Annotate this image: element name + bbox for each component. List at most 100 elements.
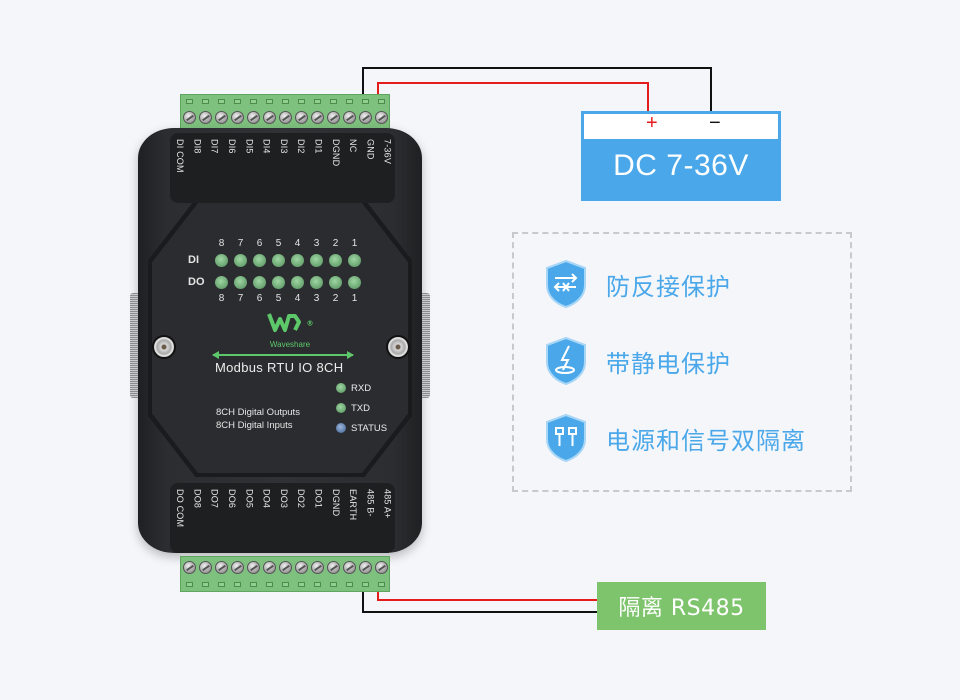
channel-led-icon [310, 275, 323, 289]
txd-label: TXD [351, 402, 370, 414]
led-channel-number: 6 [256, 293, 263, 304]
wire-slot [265, 99, 273, 104]
screw-icon [326, 561, 340, 574]
channel-led-icon [291, 275, 304, 289]
led-channel-number: 4 [294, 238, 301, 249]
led-channel-number: 7 [237, 238, 244, 249]
status-led-group: RXD TXD STATUS [336, 378, 387, 438]
wire-slot [377, 99, 385, 104]
screw-icon [230, 561, 244, 574]
terminal-label: DI3 [278, 139, 289, 154]
screw-icon [214, 561, 228, 574]
negative-terminal: − [709, 112, 721, 134]
terminal-label: GND [365, 139, 376, 160]
wire-slot [313, 99, 321, 104]
do-label: DO [188, 276, 205, 288]
led-channel-number: 1 [351, 293, 358, 304]
screw-icon [358, 111, 372, 124]
terminal-screw [294, 95, 308, 129]
terminal-screw [198, 557, 212, 591]
channel-led-icon [348, 253, 361, 267]
wire-slot [249, 582, 257, 587]
terminal-label: 485 B- [365, 489, 376, 517]
wire-slot [233, 582, 241, 587]
isolation-shield-icon [546, 413, 586, 463]
terminal-label: DO3 [278, 489, 289, 509]
channel-led-icon [272, 275, 285, 289]
terminal-label: DO2 [296, 489, 307, 509]
terminal-screw [326, 95, 340, 129]
screw-icon [326, 111, 340, 124]
txd-led-icon [336, 403, 346, 413]
wire-slot [217, 99, 225, 104]
di-label: DI [188, 254, 199, 266]
led-channel-number: 5 [275, 293, 282, 304]
feature-text: 防反接保护 [606, 272, 731, 301]
channel-led-icon [215, 275, 228, 289]
status-led-rxd: RXD [336, 378, 387, 398]
terminal-screw [214, 95, 228, 129]
screw-icon [374, 561, 388, 574]
terminal-label: DO4 [261, 489, 272, 509]
led-channel-number: 3 [313, 293, 320, 304]
led-channel-number: 2 [332, 293, 339, 304]
terminal-screw [310, 557, 324, 591]
channel-led-icon [310, 253, 323, 267]
terminal-label: NC [348, 139, 359, 153]
feature-text: 带静电保护 [606, 349, 731, 378]
screw-icon [262, 111, 276, 124]
led-channel-number: 3 [313, 238, 320, 249]
screw-icon [246, 111, 260, 124]
terminal-screw [262, 557, 276, 591]
terminal-screw [230, 95, 244, 129]
terminal-screw [374, 557, 388, 591]
terminal-screw [358, 557, 372, 591]
wire-slot [329, 99, 337, 104]
terminal-label: DGND [330, 139, 341, 167]
terminal-label: DI5 [244, 139, 255, 154]
screw-icon [278, 111, 292, 124]
rs485-label-box: 隔离 RS485 [597, 582, 766, 630]
wire-slot [345, 582, 353, 587]
bottom-terminal-block [180, 556, 390, 592]
terminal-label: DI8 [192, 139, 203, 154]
di-led-row: DI [188, 249, 378, 271]
wire-slot [185, 582, 193, 587]
feature-esd: 带静电保护 [544, 336, 731, 386]
terminal-label: DO1 [313, 489, 324, 509]
channel-led-icon [329, 253, 342, 267]
terminal-screw [326, 557, 340, 591]
double-arrow-icon [212, 351, 354, 359]
brand-name: Waveshare [269, 340, 311, 349]
wire-slot [361, 99, 369, 104]
dc-power-supply: + − DC 7-36V [581, 111, 781, 201]
reverse-polarity-shield-icon [546, 259, 586, 309]
wire-slot [313, 582, 321, 587]
terminal-label: DO COM [175, 489, 186, 528]
screw-icon [358, 561, 372, 574]
terminal-screw [342, 557, 356, 591]
led-channel-number: 6 [256, 238, 263, 249]
led-channel-number: 7 [237, 293, 244, 304]
wire-slot [329, 582, 337, 587]
screw-icon [310, 111, 324, 124]
terminal-screw [374, 95, 388, 129]
wire-slot [297, 99, 305, 104]
rs485-wire-b [362, 590, 598, 613]
wire-slot [281, 99, 289, 104]
led-channel-number: 2 [332, 238, 339, 249]
led-channel-number: 4 [294, 293, 301, 304]
status-led-icon [336, 423, 346, 433]
wire-slot [217, 582, 225, 587]
led-channel-number: 8 [218, 293, 225, 304]
do-led-row: DO [188, 271, 378, 293]
screw-icon [198, 111, 212, 124]
channel-led-icon [329, 275, 342, 289]
terminal-screw [198, 95, 212, 129]
channel-led-icon [234, 253, 247, 267]
right-mount-screw-icon [386, 335, 410, 359]
screw-icon [294, 111, 308, 124]
feature-isolation: 电源和信号双隔离 [544, 413, 806, 463]
